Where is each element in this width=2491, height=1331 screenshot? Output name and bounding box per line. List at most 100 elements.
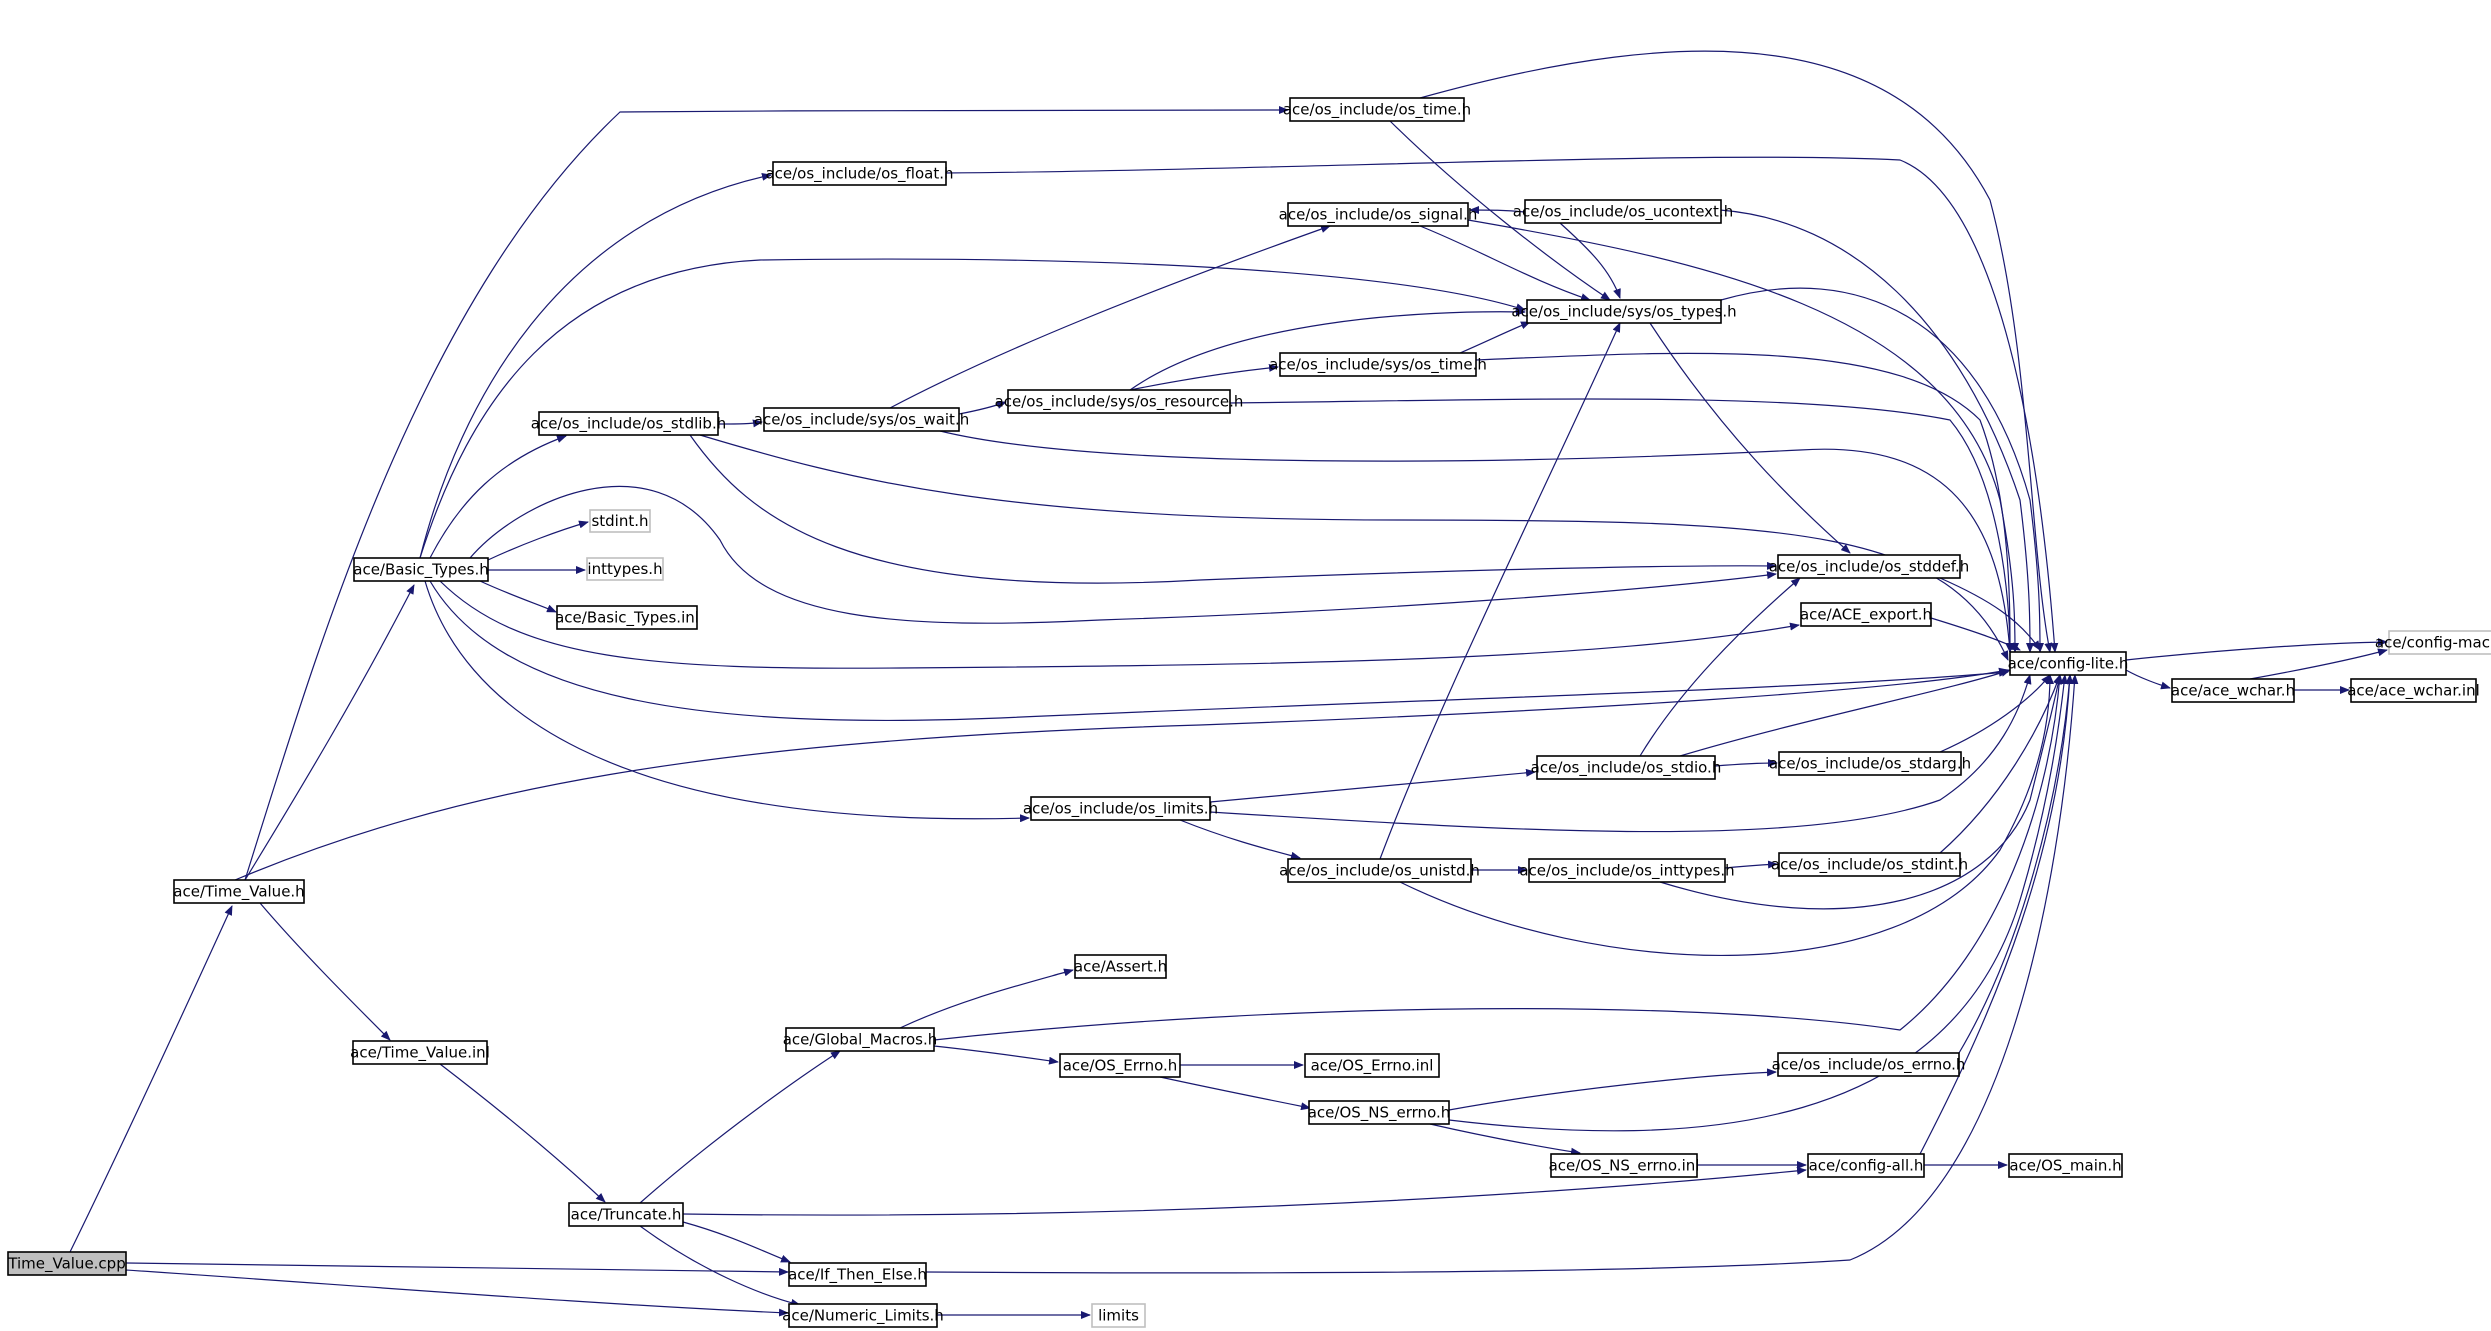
node-box <box>2008 1153 2123 1178</box>
edge-basic_types_h-to-basic_types_inl <box>479 580 557 613</box>
node-box <box>1289 97 1465 122</box>
node-os-include-os-errno-h[interactable]: ace/os_include/os_errno.h <box>1772 1052 1966 1077</box>
node-os-limits-h[interactable]: ace/os_include/os_limits.h <box>1023 796 1218 821</box>
edge-os_inttypes_h-to-os_stdint_h <box>1724 860 1778 869</box>
node-label: ace/os_include/os_stdlib.h <box>531 415 726 434</box>
node-label: ace/os_include/os_signal.h <box>1279 206 1478 225</box>
node-basic-types-inl[interactable]: ace/Basic_Types.inl <box>555 605 699 630</box>
node-os-ns-errno-inl[interactable]: ace/OS_NS_errno.inl <box>1549 1153 1700 1178</box>
edge-arrow <box>419 172 772 559</box>
node-os-ucontext-h[interactable]: ace/os_include/os_ucontext.h <box>1513 199 1733 224</box>
edge-arrow <box>1939 674 2061 854</box>
node-os-stddef-h[interactable]: ace/os_include/os_stddef.h <box>1769 554 1970 579</box>
edge-os_ucontext_h-to-config_lite_h <box>1719 209 2034 653</box>
node-time-value-cpp[interactable]: Time_Value.cpp <box>7 1251 127 1276</box>
edge-arrow <box>933 674 2064 1041</box>
node-os-unistd-h[interactable]: ace/os_include/os_unistd.h <box>1279 858 1480 883</box>
node-label: ace/OS_Errno.h <box>1063 1057 1178 1076</box>
edge-arrow <box>639 1050 841 1204</box>
node-box <box>785 1027 935 1052</box>
node-config-all-h[interactable]: ace/config-all.h <box>1807 1153 1925 1178</box>
node-box <box>173 879 305 904</box>
node-os-float-h[interactable]: ace/os_include/os_float.h <box>765 161 954 186</box>
edge-arrow <box>1559 222 1621 299</box>
edge-os_ns_errno_h-to-os_ns_errno_inl <box>1429 1123 1581 1156</box>
node-box <box>763 407 960 432</box>
node-box <box>788 1303 938 1328</box>
node-truncate-h[interactable]: ace/Truncate.h <box>568 1202 684 1227</box>
edge-os_stdint_h-to-config_lite_h <box>1939 674 2061 854</box>
node-time-value-h[interactable]: ace/Time_Value.h <box>173 879 305 904</box>
edge-os_stdio_h-to-os_stdarg_h <box>1714 759 1778 768</box>
edge-os_include_os_errno_h-to-config_lite_h <box>1958 674 2074 1054</box>
node-time-value-inl[interactable]: ace/Time_Value.inl <box>350 1040 490 1065</box>
node-os-errno-inl[interactable]: ace/OS_Errno.inl <box>1304 1053 1440 1078</box>
node-assert-h[interactable]: ace/Assert.h <box>1074 954 1167 979</box>
node-os-stdint-h[interactable]: ace/os_include/os_stdint.h <box>1771 852 1968 877</box>
node-ace-export-h[interactable]: ace/ACE_export.h <box>1800 602 1932 627</box>
node-box <box>1091 1303 1146 1328</box>
edge-arrow <box>1467 219 2019 653</box>
edge-os_ucontext_h-to-os_signal_h <box>1469 206 1526 215</box>
edge-arrow <box>933 1045 1059 1065</box>
edge-arrow <box>234 667 2009 881</box>
edge-arrow <box>1919 674 2074 1155</box>
node-basic-types-h[interactable]: ace/Basic_Types.h <box>353 557 489 582</box>
node-config-lite-h[interactable]: ace/config-lite.h <box>2008 651 2129 676</box>
edge-arrow <box>1649 322 1851 554</box>
node-label: ace/Numeric_Limits.h <box>782 1307 944 1326</box>
edge-arrow <box>1399 674 2054 957</box>
node-sys-os-types-h[interactable]: ace/os_include/sys/os_types.h <box>1511 299 1737 324</box>
node-label: ace/os_include/os_float.h <box>765 165 953 184</box>
edge-ace_wchar_h-to-config_macros_h <box>2249 648 2388 680</box>
node-box <box>1287 858 1472 883</box>
node-box <box>1778 751 1962 776</box>
edge-arrow <box>1939 674 2051 753</box>
edge-arrow <box>439 580 1800 669</box>
node-sys-os-resource-h[interactable]: ace/os_include/sys/os_resource.h <box>995 389 1244 414</box>
node-ace-wchar-h[interactable]: ace/ace_wchar.h <box>2171 678 2295 703</box>
edge-sys_os_types_h-to-os_stddef_h <box>1649 322 1851 554</box>
node-os-stdarg-h[interactable]: ace/os_include/os_stdarg.h <box>1769 751 1971 776</box>
node-ace-wchar-inl[interactable]: ace/ace_wchar.inl <box>2347 678 2480 703</box>
node-numeric-limits-h[interactable]: ace/Numeric_Limits.h <box>782 1303 944 1328</box>
edge-time_value_cpp-to-if_then_else_h <box>125 1262 789 1276</box>
edge-arrow <box>1429 1123 1581 1156</box>
node-os-signal-h[interactable]: ace/os_include/os_signal.h <box>1279 202 1478 227</box>
edge-os_stdio_h-to-config_lite_h <box>1679 669 2011 757</box>
node-sys-os-wait-h[interactable]: ace/os_include/sys/os_wait.h <box>754 407 969 432</box>
node-global-macros-h[interactable]: ace/Global_Macros.h <box>783 1027 938 1052</box>
node-if-then-else-h[interactable]: ace/If_Then_Else.h <box>788 1262 927 1287</box>
edge-ace_export_h-to-config_lite_h <box>1930 617 2021 651</box>
node-label: ace/Time_Value.h <box>173 883 304 902</box>
node-os-inttypes-h[interactable]: ace/os_include/os_inttypes.h <box>1519 858 1735 883</box>
node-box <box>538 411 719 436</box>
edge-os_stdio_h-to-os_stddef_h <box>1639 577 1801 757</box>
node-box <box>2009 651 2127 676</box>
edge-os_stddef_h-to-config_lite_h <box>1939 577 2041 651</box>
node-box <box>1030 796 1211 821</box>
node-os-ns-errno-h[interactable]: ace/OS_NS_errno.h <box>1308 1100 1451 1125</box>
edge-os_ucontext_h-to-sys_os_types_h <box>1559 222 1621 299</box>
node-os-main-h[interactable]: ace/OS_main.h <box>2008 1153 2123 1178</box>
node-label: ace/config-all.h <box>1809 1157 1924 1175</box>
node-label: ace/Global_Macros.h <box>783 1031 938 1050</box>
node-sys-os-time-h[interactable]: ace/os_include/sys/os_time.h <box>1269 352 1487 377</box>
edge-sys_os_time_h-to-config_lite_h <box>1475 352 2014 653</box>
edge-arrow <box>1379 322 1621 860</box>
node-os-stdio-h[interactable]: ace/os_include/os_stdio.h <box>1531 755 1722 780</box>
node-os-time-h[interactable]: ace/os_include/os_time.h <box>1283 97 1471 122</box>
edge-truncate_h-to-numeric_limits_h <box>639 1225 801 1307</box>
node-box <box>352 1040 488 1065</box>
node-box <box>1526 299 1722 324</box>
edge-os_stdarg_h-to-config_lite_h <box>1939 674 2051 753</box>
node-inttypes-h: inttypes.h <box>586 557 664 581</box>
node-os-stdlib-h[interactable]: ace/os_include/os_stdlib.h <box>531 411 726 436</box>
edge-time_value_h-to-config_lite_h <box>234 667 2009 881</box>
node-label: ace/os_include/os_stdint.h <box>1771 856 1968 875</box>
edge-arrow <box>125 1262 789 1276</box>
edge-arrow <box>125 1269 789 1317</box>
edge-arrow <box>244 106 1289 881</box>
node-box <box>2388 630 2491 655</box>
node-os-errno-h-ace[interactable]: ace/OS_Errno.h <box>1059 1053 1181 1078</box>
